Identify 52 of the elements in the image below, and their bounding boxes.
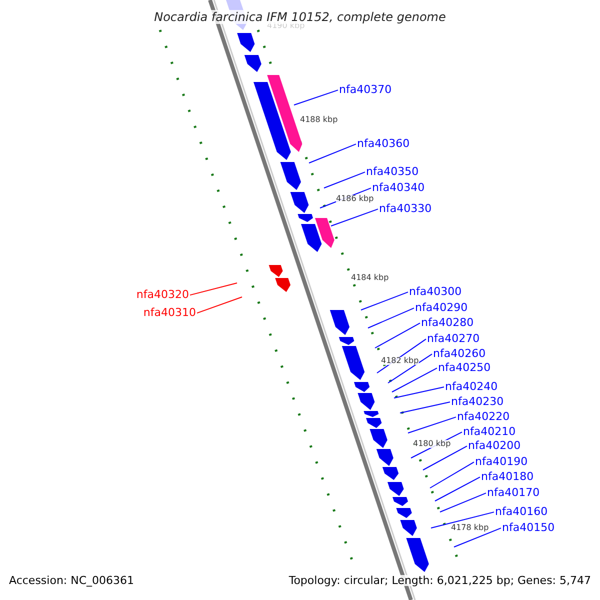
gene-label: nfa40160: [495, 506, 548, 517]
gene-label: nfa40340: [372, 182, 425, 193]
leader-line: [394, 386, 444, 398]
scale-label: 4178 kbp: [451, 524, 489, 532]
gene-label: nfa40370: [339, 84, 392, 95]
leader-line: [368, 308, 414, 328]
gene-label: nfa40190: [475, 456, 528, 467]
gene-label: nfa40260: [433, 348, 486, 359]
leader-line: [400, 402, 450, 414]
gene-label: nfa40240: [445, 381, 498, 392]
scale-label: 4188 kbp: [300, 116, 338, 124]
gene-label: nfa40320: [136, 289, 189, 300]
leader-line: [392, 368, 438, 392]
leader-line: [360, 292, 408, 310]
leader-line: [374, 322, 420, 348]
gene-label: nfa40270: [427, 333, 480, 344]
leader-line: [330, 208, 378, 226]
scale-label: 4186 kbp: [336, 195, 374, 203]
gene-label: nfa40300: [409, 286, 462, 297]
gene-label: nfa40220: [457, 411, 510, 422]
leader-line: [388, 354, 432, 384]
scale-label: 4180 kbp: [413, 440, 451, 448]
leader-line: [324, 172, 366, 188]
gene-label: nfa40180: [481, 471, 534, 482]
gene-label: nfa40170: [487, 487, 540, 498]
gene-label: nfa40310: [143, 307, 196, 318]
leader-line: [430, 512, 494, 528]
leader-line: [190, 282, 238, 296]
gene-label: nfa40230: [451, 396, 504, 407]
leader-line: [440, 492, 486, 512]
gene-label: nfa40330: [379, 203, 432, 214]
gene-label: nfa40250: [438, 362, 491, 373]
accession-text: Accession: NC_006361: [9, 575, 134, 586]
leader-line: [196, 296, 242, 314]
gene-label: nfa40280: [421, 317, 474, 328]
gene-label: nfa40350: [366, 166, 419, 177]
title: Nocardia farcinica IFM 10152, complete genome: [152, 10, 448, 24]
leader-line: [454, 528, 502, 548]
gene-label: nfa40290: [415, 302, 468, 313]
gene-label: nfa40150: [502, 522, 555, 533]
scale-label: 4184 kbp: [351, 274, 389, 282]
leader-line: [430, 462, 474, 488]
leader-line: [294, 90, 338, 106]
genome-summary-text: Topology: circular; Length: 6,021,225 bp; Genes: 5,747: [288, 575, 591, 586]
scale-label: 4182 kbp: [381, 357, 419, 365]
leader-line: [434, 476, 480, 502]
gene-label: nfa40360: [357, 138, 410, 149]
leader-line: [422, 446, 468, 470]
leader-line: [408, 416, 456, 434]
gene-label: nfa40210: [463, 426, 516, 437]
gene-label: nfa40200: [468, 440, 521, 451]
leader-line: [308, 144, 356, 164]
